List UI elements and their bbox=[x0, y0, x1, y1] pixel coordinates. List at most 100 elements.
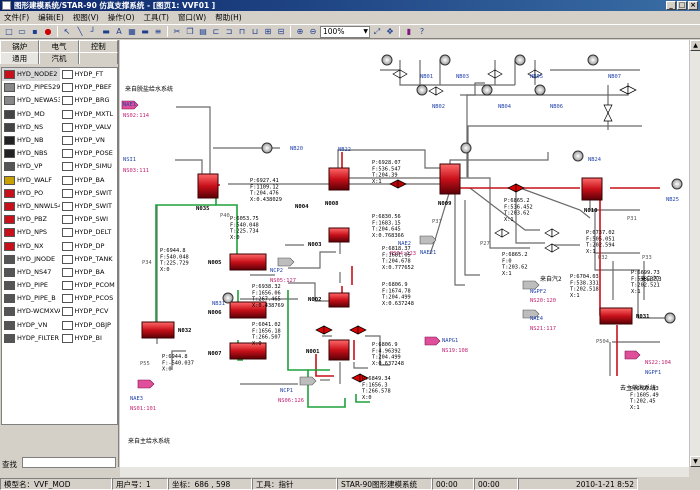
gauge-icon[interactable] bbox=[664, 312, 676, 324]
tag-ncp2[interactable] bbox=[277, 257, 295, 267]
palette-item[interactable]: HYDP_PCOS bbox=[60, 292, 118, 305]
palette-item[interactable]: HYD_PIPE529 bbox=[2, 81, 60, 94]
palette-item[interactable]: HYDP_FILTER bbox=[2, 332, 60, 345]
valve-icon[interactable] bbox=[428, 86, 437, 96]
gauge-icon[interactable] bbox=[439, 54, 451, 66]
bar-icon[interactable]: ▬ bbox=[141, 27, 149, 36]
open-folder-icon[interactable]: ▭ bbox=[18, 27, 26, 36]
tag-napg1[interactable] bbox=[424, 336, 441, 346]
palette-item[interactable]: HYD_NPS bbox=[2, 226, 60, 239]
flow-diagram[interactable]: 来自脱盐给水系统 来自主给水系统 来自汽2 来自汽3 去主蒸汽系统 N035 N… bbox=[120, 40, 689, 467]
menu-operate[interactable]: 操作(O) bbox=[107, 13, 135, 22]
node-n009[interactable] bbox=[439, 163, 461, 195]
minimize-button[interactable]: _ bbox=[666, 1, 676, 10]
line-icon[interactable]: ╲ bbox=[77, 27, 83, 36]
palette-item[interactable]: HYD_NNWL540 bbox=[2, 200, 60, 213]
scroll-up-button[interactable]: ▲ bbox=[690, 40, 700, 51]
palette-item[interactable]: HYD_NS bbox=[2, 121, 60, 134]
align-top-icon[interactable]: ⊓ bbox=[238, 27, 246, 36]
node-n002[interactable] bbox=[328, 292, 350, 308]
node-n035[interactable] bbox=[197, 173, 219, 199]
palette-item[interactable]: HYDP_VN bbox=[60, 134, 118, 147]
tab-control[interactable]: 控制 bbox=[78, 40, 118, 52]
valve-icon[interactable] bbox=[551, 243, 560, 253]
valve-icon[interactable] bbox=[603, 112, 613, 122]
grid-icon[interactable]: ▦ bbox=[128, 27, 136, 36]
valve-icon[interactable] bbox=[544, 243, 553, 253]
node-n005[interactable] bbox=[229, 253, 267, 271]
indicators[interactable] bbox=[222, 54, 683, 324]
gauge-icon[interactable] bbox=[572, 150, 584, 162]
copy-icon[interactable]: ❐ bbox=[186, 27, 194, 36]
zoom-out-icon[interactable]: ⊖ bbox=[309, 27, 317, 36]
palette-item[interactable]: HYDP_TANK bbox=[60, 253, 118, 266]
gauge-icon[interactable] bbox=[222, 292, 234, 304]
palette-item[interactable]: HYDP_SWIT bbox=[60, 187, 118, 200]
palette-item[interactable]: HYDP_PBEF bbox=[60, 81, 118, 94]
node-n003[interactable] bbox=[328, 227, 350, 243]
pink-tags[interactable] bbox=[121, 100, 641, 389]
diagram-canvas[interactable]: 来自脱盐给水系统 来自主给水系统 来自汽2 来自汽3 去主蒸汽系统 N035 N… bbox=[120, 40, 689, 467]
cut-icon[interactable]: ✂ bbox=[173, 27, 181, 36]
tab-general[interactable]: 通用 bbox=[0, 52, 40, 64]
valve-icon[interactable] bbox=[323, 325, 333, 335]
valve-icon[interactable] bbox=[351, 373, 361, 383]
valve-icon[interactable] bbox=[619, 85, 629, 95]
zoom-in-icon[interactable]: ⊕ bbox=[296, 27, 304, 36]
palette-item[interactable]: HYDP_BA bbox=[60, 174, 118, 187]
valve-icon[interactable] bbox=[392, 69, 401, 79]
node-n001[interactable] bbox=[328, 339, 350, 361]
close-button[interactable]: × bbox=[688, 1, 698, 10]
gauge-icon[interactable] bbox=[534, 84, 546, 96]
palette-item[interactable]: HYDP_SWI bbox=[60, 213, 118, 226]
align-icon[interactable]: ≡ bbox=[154, 27, 162, 36]
valve-icon[interactable] bbox=[494, 228, 503, 238]
palette-item[interactable]: HYD_PO bbox=[2, 187, 60, 200]
palette-item[interactable]: HYD-WCMXVALVE bbox=[2, 305, 60, 318]
tag-nae1[interactable] bbox=[121, 100, 139, 110]
valve-icon[interactable] bbox=[315, 325, 325, 335]
palette-item[interactable]: HYDP_FT bbox=[60, 68, 118, 81]
maximize-button[interactable]: □ bbox=[677, 1, 687, 10]
record-icon[interactable]: ● bbox=[44, 27, 52, 36]
palette-item[interactable]: HYD_NS47 bbox=[2, 266, 60, 279]
gauge-icon[interactable] bbox=[587, 54, 599, 66]
palette-item[interactable]: HYDP_SWIT bbox=[60, 200, 118, 213]
valve-icon[interactable] bbox=[494, 69, 503, 79]
palette-item[interactable]: HYDP_POSE bbox=[60, 147, 118, 160]
node-n032[interactable] bbox=[141, 321, 175, 339]
paste-icon[interactable]: ▤ bbox=[199, 27, 207, 36]
group-icon[interactable]: ⊟ bbox=[277, 27, 285, 36]
tag-nae4[interactable] bbox=[624, 350, 641, 360]
palette-item[interactable]: HYDP_DELT bbox=[60, 226, 118, 239]
text-icon[interactable]: A bbox=[116, 27, 122, 36]
palette-item[interactable]: HYDP_VN bbox=[2, 319, 60, 332]
palette-item[interactable]: HYD_NEWA530 bbox=[2, 94, 60, 107]
palette-item[interactable]: HYD_NX bbox=[2, 239, 60, 252]
search-input[interactable] bbox=[22, 457, 116, 468]
valve-icon[interactable] bbox=[357, 325, 367, 335]
tag-nae4b[interactable] bbox=[522, 309, 540, 319]
menu-window[interactable]: 窗口(W) bbox=[177, 13, 207, 22]
scroll-down-button[interactable]: ▼ bbox=[690, 456, 700, 467]
align-bottom-icon[interactable]: ⊔ bbox=[251, 27, 259, 36]
align-left-icon[interactable]: ⊏ bbox=[212, 27, 220, 36]
node-n031[interactable] bbox=[599, 307, 633, 325]
valve-icon[interactable] bbox=[397, 179, 407, 189]
gauge-icon[interactable] bbox=[481, 84, 493, 96]
horizontal-scrollbar[interactable] bbox=[120, 467, 689, 477]
menu-tools[interactable]: 工具(T) bbox=[143, 13, 169, 22]
node-n007[interactable] bbox=[229, 342, 267, 360]
distribute-icon[interactable]: ⊞ bbox=[264, 27, 272, 36]
valve-icon[interactable] bbox=[349, 325, 359, 335]
valve-icon[interactable] bbox=[501, 228, 510, 238]
valves[interactable] bbox=[315, 69, 637, 383]
valve-icon[interactable] bbox=[435, 86, 444, 96]
pipe-tool-icon[interactable]: ┘ bbox=[90, 27, 96, 36]
palette-item[interactable]: HYD_NB bbox=[2, 134, 60, 147]
palette-item[interactable]: HYD_MD bbox=[2, 108, 60, 121]
valve-icon[interactable] bbox=[399, 69, 408, 79]
node-n006[interactable] bbox=[229, 301, 267, 319]
zoom-select[interactable]: 100% bbox=[320, 25, 370, 38]
gauge-icon[interactable] bbox=[514, 54, 526, 66]
